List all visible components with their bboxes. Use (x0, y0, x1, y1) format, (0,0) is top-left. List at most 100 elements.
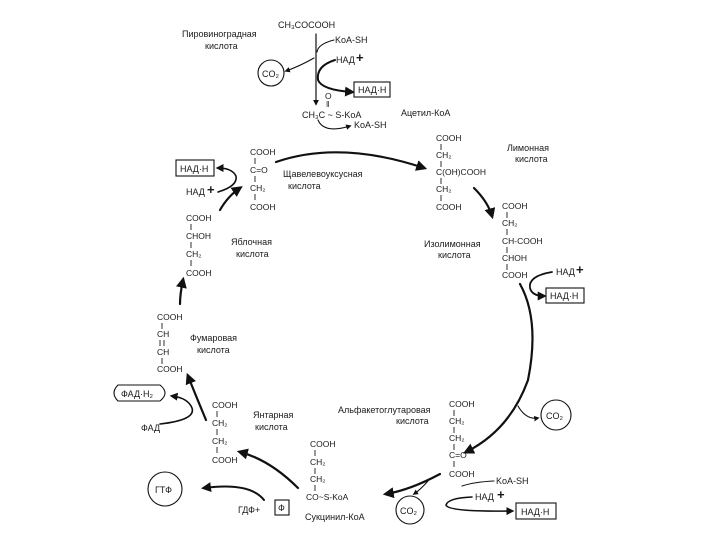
fumarate-name-2: кислота (197, 345, 230, 355)
nad-right-reduction-arrow (529, 271, 553, 301)
malate-name-2: кислота (236, 249, 269, 259)
isocitrate-line-3: CH-COOH (502, 236, 543, 246)
fumarate-to-malate-arrow (176, 276, 187, 306)
citrate-line-3: C(OH)COOH (436, 167, 486, 177)
pyruvate-formula: CH₃COCOOH (278, 20, 335, 30)
co2-right-label: CO₂ (546, 411, 564, 421)
nadh-top-label: НАД·Н (358, 85, 386, 95)
phosphate-box (274, 499, 290, 516)
nadh-left-box (175, 159, 215, 177)
citrate-name-2: кислота (515, 154, 548, 164)
succinate-line-1: COOH (212, 400, 238, 410)
akg-name-1: Альфакетоглутаровая (338, 405, 431, 415)
gtf-circle (147, 471, 183, 507)
malate-line-1: COOH (186, 213, 212, 223)
gtf-label: ГТФ (155, 485, 172, 495)
fad-reduction-arrow (159, 392, 194, 425)
citrate-line-5: COOH (436, 202, 462, 212)
succinate: COOH CH₂ CH₂ COOH Янтарная кислота (212, 400, 293, 465)
nadh-top-box (353, 81, 391, 98)
malate-line-4: COOH (186, 268, 212, 278)
akg-name-2: кислота (396, 416, 429, 426)
isocitrate-name-2: кислота (438, 250, 471, 260)
akg-to-succinylcoa-arrow (382, 472, 442, 499)
akg-line-3: CH₂ (449, 433, 465, 443)
nad-right-plus: + (576, 262, 584, 277)
fumarate-line-1: COOH (157, 312, 183, 322)
fumarate: COOH CH CH COOH Фумаровая кислота (157, 312, 237, 374)
malate-name-1: Яблочная (231, 237, 272, 247)
malate-to-oxaloacetate-arrow (218, 186, 243, 212)
citrate-line-4: CH₂ (436, 184, 452, 194)
succinate-line-3: CH₂ (212, 436, 228, 446)
malate-line-3: CH₂ (186, 249, 202, 259)
alpha-ketoglutarate: COOH CH₂ CH₂ C=O COOH Альфакетоглутарова… (338, 399, 475, 479)
isocitrate: COOH CH₂ CH-COOH CHOH COOH Изолимонная к… (424, 201, 543, 280)
isocitrate-line-2: CH₂ (502, 218, 518, 228)
nadh-left-label: НАД·Н (180, 164, 208, 174)
co2-bottom-label: CO₂ (400, 506, 418, 516)
citrate: COOH CH₂ C(OH)COOH CH₂ COOH Лимонная кис… (436, 133, 549, 212)
succinylcoa-line-2: CH₂ (310, 457, 326, 467)
co2-top-release-arrow (284, 57, 315, 73)
malate-line-2: CHOH (186, 231, 211, 241)
koa-sh-top-label: KoA-SH (335, 35, 368, 45)
koa-sh-release-arrow (317, 119, 352, 130)
succinylcoa-line-4: CO~S-KoA (306, 492, 349, 502)
pyruvate-name-2: кислота (205, 41, 238, 51)
citrate-to-isocitrate-arrow (472, 186, 496, 220)
koa-sh-release-label: KoA-SH (354, 120, 387, 130)
succinylcoa-name: Сукцинил-КоА (305, 512, 365, 522)
co2-bottom-release-arrow (412, 480, 429, 495)
acetylcoa-double-bond: ‖ (326, 99, 330, 109)
nadh-bottom-label: НАД·Н (521, 507, 549, 517)
succinate-name-1: Янтарная (253, 410, 293, 420)
citrate-line-1: COOH (436, 133, 462, 143)
oxaloacetate-line-3: CH₂ (250, 183, 266, 193)
nadh-right-label: НАД·Н (550, 291, 578, 301)
gdf-label: ГДФ+ (238, 505, 260, 515)
oxaloacetate-name-1: Щавелевоуксусная (283, 169, 363, 179)
oxaloacetate-to-citrate-arrow (274, 151, 428, 171)
succinyl-coa: COOH CH₂ CH₂ CO~S-KoA Сукцинил-КоА (305, 439, 365, 522)
akg-line-5: COOH (449, 469, 475, 479)
co2-bottom-circle (395, 495, 425, 525)
nad-top-label: НАД (336, 55, 355, 65)
citrate-name-1: Лимонная (507, 143, 549, 153)
co2-top-circle (257, 59, 285, 87)
isocitrate-line-4: CHOH (502, 253, 527, 263)
fumarate-line-3: CH (157, 347, 169, 357)
akg-line-2: CH₂ (449, 416, 465, 426)
fumarate-line-4: COOH (157, 364, 183, 374)
nad-top-reduction-arrow (316, 59, 355, 97)
isocitrate-line-5: COOH (502, 270, 528, 280)
koa-sh-top-in-arrow (316, 39, 335, 53)
co2-top-label: CO₂ (262, 69, 280, 79)
succinate-line-2: CH₂ (212, 418, 228, 428)
oxaloacetate-line-4: COOH (250, 202, 276, 212)
fad-label: ФАД (141, 423, 160, 433)
citrate-line-2: CH₂ (436, 150, 452, 160)
nad-bottom-label: НАД (475, 492, 494, 502)
gtp-formation-arrow (201, 482, 265, 501)
nad-bottom-plus: + (497, 487, 505, 502)
phosphate-label: Ф (278, 503, 285, 513)
oxaloacetate: COOH C=O CH₂ COOH Щавелевоуксусная кисло… (250, 147, 363, 212)
succinylcoa-line-3: CH₂ (310, 474, 326, 484)
pyruvate: CH₃COCOOH Пировиноградная кислота (182, 20, 335, 51)
acetylcoa-formula: CH₃C ~ S-KoA (302, 110, 361, 120)
koa-sh-bottom-in-arrow (461, 480, 495, 487)
acetyl-coa: O ‖ CH₃C ~ S-KoA Ацетил-КоА (302, 91, 450, 120)
succinate-to-fumarate-arrow (185, 372, 208, 422)
acetylcoa-name: Ацетил-КоА (401, 108, 450, 118)
malate: COOH CHOH CH₂ COOH Яблочная кислота (186, 213, 272, 278)
nad-left-plus: + (207, 182, 215, 197)
fumarate-name-1: Фумаровая (190, 333, 237, 343)
nad-left-label: НАД (186, 187, 205, 197)
co2-right-circle (540, 399, 572, 431)
fadh2-box (113, 384, 166, 402)
succinate-line-4: COOH (212, 455, 238, 465)
fadh2-label: ФАД·Н₂ (121, 389, 154, 399)
oxaloacetate-line-1: COOH (250, 147, 276, 157)
